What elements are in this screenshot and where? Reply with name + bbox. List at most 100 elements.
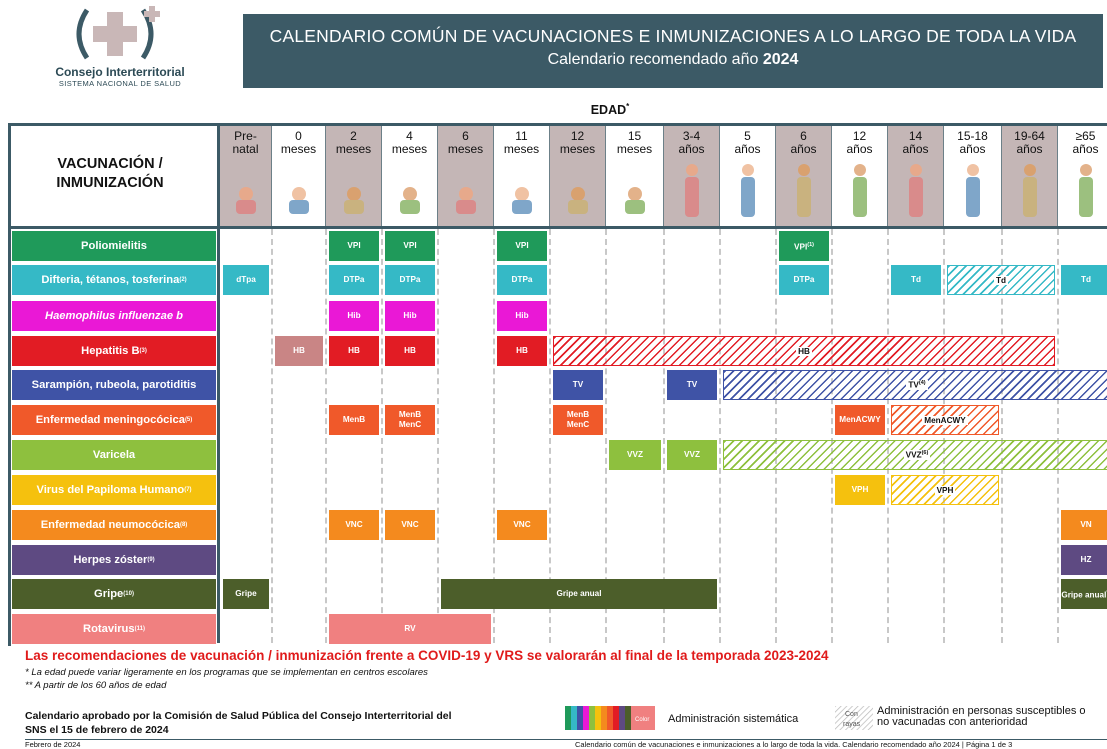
dose-cell: HB: [329, 336, 379, 366]
dose-cell: DTPa: [329, 265, 379, 295]
dose-label: MenB: [342, 415, 366, 424]
hatched-schedule-span: Td: [947, 265, 1055, 295]
dose-cell: Hib: [497, 301, 547, 331]
column-guide: [325, 229, 327, 643]
dose-label: RV: [404, 624, 416, 633]
age-label-value: 15-18: [957, 129, 988, 143]
footnote-ref: (2): [179, 277, 187, 283]
footer-caption: Calendario común de vacunaciones e inmun…: [575, 740, 1013, 749]
person-figure-icon: [740, 164, 755, 217]
vaccine-name: Rotavirus: [83, 623, 135, 635]
footnote-ref: (3): [139, 348, 147, 354]
person-figure-icon: [965, 164, 980, 217]
vaccine-name: Sarampión, rubeola, parotiditis: [31, 379, 197, 391]
dose-label: HB: [796, 346, 812, 356]
legend-systematic: Administración sistemática: [668, 713, 799, 725]
dose-label: Td: [1080, 275, 1091, 284]
hatched-schedule-span: MenACWY: [891, 405, 999, 435]
age-label-value: 15: [627, 129, 642, 143]
age-column: Pre-natal: [220, 126, 272, 226]
age-label-unit: meses: [559, 142, 596, 156]
vaccine-row-label: Herpes zóster(9): [12, 545, 216, 575]
dose-label: HB: [516, 346, 528, 355]
footnote-ref: (1): [807, 241, 814, 248]
vaccine-name: Varicela: [92, 449, 136, 461]
dose-cell: VPH: [835, 475, 885, 505]
dose-cell: Gripe anual: [441, 579, 717, 609]
vaccination-title-line-2: INMUNIZACIÓN: [56, 175, 164, 191]
dose-label: VVZ: [684, 450, 700, 459]
dose-cell: MenB: [329, 405, 379, 435]
vaccine-row-label: Sarampión, rubeola, parotiditis: [12, 370, 216, 400]
cross-logo-icon: [76, 6, 160, 60]
age-label-unit: meses: [335, 142, 372, 156]
age-label-value: 12: [570, 129, 585, 143]
dose-cell: DTPa: [779, 265, 829, 295]
title-year: 2024: [762, 51, 799, 68]
dose-cell: VPI: [329, 231, 379, 261]
dose-cell: DTPa: [497, 265, 547, 295]
person-figure-icon: [455, 187, 476, 214]
vaccine-row-label: Hepatitis B(3): [12, 336, 216, 366]
dose-cell: VNC: [385, 510, 435, 540]
dose-cell: HB: [497, 336, 547, 366]
person-figure-icon: [288, 187, 309, 214]
age-heading-text: EDAD: [590, 103, 627, 118]
dose-label: Td: [993, 275, 1008, 285]
dose-cell: VN: [1061, 510, 1107, 540]
dose-label: Hib: [403, 311, 417, 320]
covid-note: Las recomendaciones de vacunación / inmu…: [25, 648, 829, 663]
logo: Consejo Interterritorial SISTEMA NACIONA…: [30, 4, 210, 108]
dose-label: DTPa: [399, 275, 421, 284]
hatched-schedule-span: VVZ(6): [723, 440, 1107, 470]
dose-label: Gripe anual: [556, 589, 602, 598]
dose-label: HB: [348, 346, 360, 355]
dose-label: Td: [910, 275, 921, 284]
age-label-value: 11: [515, 129, 528, 143]
dose-label: VPH: [934, 485, 956, 495]
dose-label: HZ: [1080, 555, 1092, 564]
person-figure-icon: [852, 164, 867, 217]
vaccine-row-label: Varicela: [12, 440, 216, 470]
age-label-unit: natal: [232, 142, 259, 156]
person-figure-icon: [567, 187, 588, 214]
dose-label: DTPa: [793, 275, 815, 284]
person-figure-icon: [235, 187, 256, 214]
row-label-divider: [217, 126, 220, 643]
title-prefix: Calendario recomendado año: [547, 51, 759, 68]
vaccine-name: Gripe: [94, 588, 124, 600]
person-figure-icon: [343, 187, 364, 214]
age-label-value: 19-64: [1014, 129, 1045, 143]
dose-cell: Td: [1061, 265, 1107, 295]
person-figure-icon: [908, 164, 923, 217]
column-guide: [943, 229, 945, 643]
dose-label: VNC: [345, 520, 363, 529]
dose-label: Gripe anual**: [1061, 588, 1107, 601]
hatch-label-2: rayas: [843, 721, 861, 728]
age-heading-mark: *: [626, 102, 630, 111]
age-label-value: 14: [908, 129, 923, 143]
age-label-value: 6: [462, 129, 469, 143]
column-guide: [493, 229, 495, 643]
footnote-ref: (6): [921, 450, 929, 457]
age-label-value: 6: [800, 129, 807, 143]
dose-label: VPI: [347, 241, 361, 250]
dose-label: VPI: [403, 241, 417, 250]
column-guide: [437, 229, 439, 643]
dose-cell: MenACWY: [835, 405, 885, 435]
vaccine-name: Hepatitis B: [81, 345, 140, 357]
